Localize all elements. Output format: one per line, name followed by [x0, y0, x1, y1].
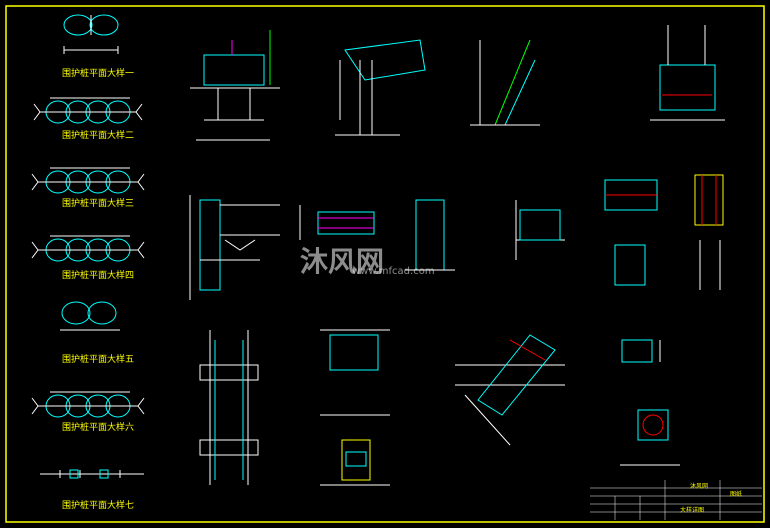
title-block-grid: [590, 480, 762, 520]
pile-cap-connection: [189, 195, 280, 300]
beam-section: [320, 329, 390, 371]
wall-section-detail: [190, 30, 280, 141]
pile-detail-label-5: 围护桩平面大样五: [62, 355, 135, 365]
column-section-a: [405, 199, 455, 271]
pile-detail-3-drawing: [31, 167, 145, 194]
column-plan-detail: [650, 25, 725, 121]
watermark-url: www.mfcad.com: [352, 266, 435, 277]
pile-detail-label-4: 围护桩平面大样四: [62, 271, 135, 281]
beam-connection-detail: [335, 39, 426, 136]
pile-detail-label-2: 围护桩平面大样二: [62, 131, 135, 141]
footing-section: [320, 414, 390, 486]
title-block-company: 沐风网: [690, 483, 709, 490]
title-block-name: 大样详图: [680, 507, 705, 514]
inclined-strut-detail: [455, 334, 565, 446]
sheet-frame: [5, 5, 765, 523]
pile-detail-label-7: 围护桩平面大样七: [62, 501, 135, 511]
node-detail-right: [620, 339, 680, 466]
pile-detail-6-drawing: [31, 391, 145, 418]
column-elevation: [199, 330, 259, 485]
pile-detail-4-drawing: [31, 235, 145, 262]
pile-detail-5-drawing: [60, 301, 120, 331]
watermark-brand: 沐风网: [300, 245, 385, 278]
pile-detail-7-drawing: [40, 469, 144, 479]
pile-detail-2-drawing: [33, 97, 143, 124]
pile-detail-label-3: 围护桩平面大样三: [62, 199, 135, 209]
pile-detail-label-6: 围护桩平面大样六: [62, 423, 135, 433]
beam-elevation: [299, 205, 375, 240]
column-section-b: [515, 200, 565, 260]
title-block-type: 图纸: [730, 491, 743, 498]
slope-detail: [470, 39, 540, 126]
pile-detail-1-drawing: [63, 14, 119, 54]
pile-detail-label-1: 围护桩平面大样一: [62, 69, 135, 79]
rebar-detail-right: [604, 174, 724, 290]
